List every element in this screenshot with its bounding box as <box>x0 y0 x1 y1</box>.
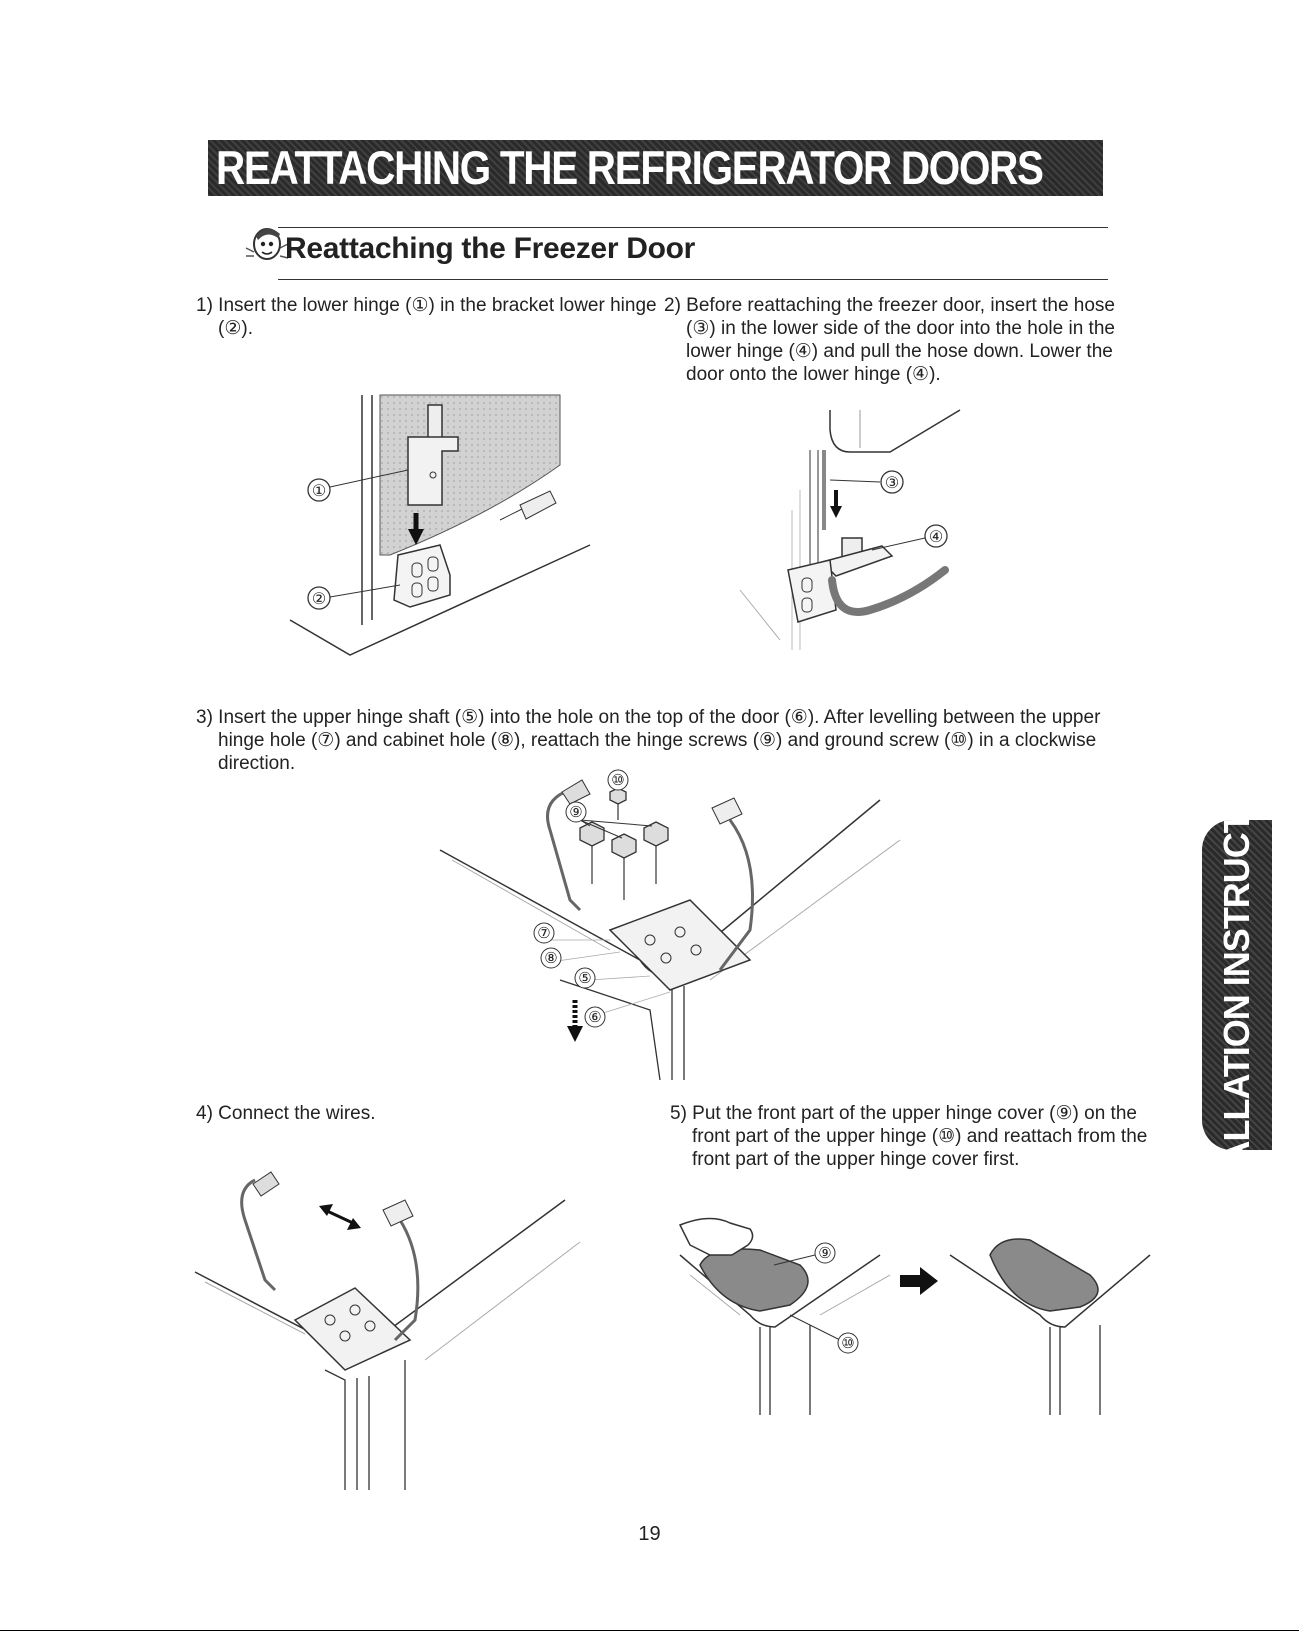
figure-lower-hinge-bracket: ① ② <box>289 394 591 656</box>
mascot-icon <box>245 228 289 260</box>
step-3-text: 3) Insert the upper hinge shaft (⑤) into… <box>196 707 1101 774</box>
figure-hose-lower-hinge: ③ ④ <box>739 409 961 650</box>
section-rule-bottom <box>278 279 1108 280</box>
figure-upper-hinge-screws: ⑩ ⑨ ⑦ ⑧ ⑤ ⑥ <box>439 769 901 1081</box>
callout-5: ⑤ <box>578 970 591 987</box>
callout-9: ⑨ <box>569 804 582 821</box>
callout-1: ① <box>312 483 326 500</box>
figure-upper-hinge-cover: ⑨ ⑩ <box>678 1217 1151 1415</box>
page-number: 19 <box>638 1523 661 1545</box>
callout-cover-10: ⑩ <box>841 1335 854 1352</box>
callout-10: ⑩ <box>611 772 624 789</box>
step-4-text: 4) Connect the wires. <box>196 1103 376 1124</box>
callout-cover-9: ⑨ <box>818 1245 831 1262</box>
step-1-text: 1) Insert the lower hinge (①) in the bra… <box>196 295 657 339</box>
figure-connect-wires <box>194 1171 581 1490</box>
section-title: Reattaching the Freezer Door <box>285 232 696 265</box>
callout-4: ④ <box>929 529 943 546</box>
callout-6: ⑥ <box>588 1009 601 1026</box>
step-5-text: 5) Put the front part of the upper hinge… <box>670 1103 1148 1170</box>
banner-title: REATTACHING THE REFRIGERATOR DOORS <box>216 141 1044 194</box>
callout-3: ③ <box>885 475 899 492</box>
callout-8: ⑧ <box>544 950 557 967</box>
page-banner: REATTACHING THE REFRIGERATOR DOORS <box>208 140 1103 196</box>
side-tab-label: INSTALLATION INSTRUCTIONS <box>1216 820 1257 1150</box>
bottom-rule <box>0 1630 1299 1631</box>
callout-2: ② <box>312 591 326 608</box>
step-2-text: 2) Before reattaching the freezer door, … <box>664 295 1115 385</box>
side-tab: INSTALLATION INSTRUCTIONS <box>1202 820 1272 1150</box>
callout-7: ⑦ <box>537 925 550 942</box>
section-rule-top <box>278 227 1108 228</box>
